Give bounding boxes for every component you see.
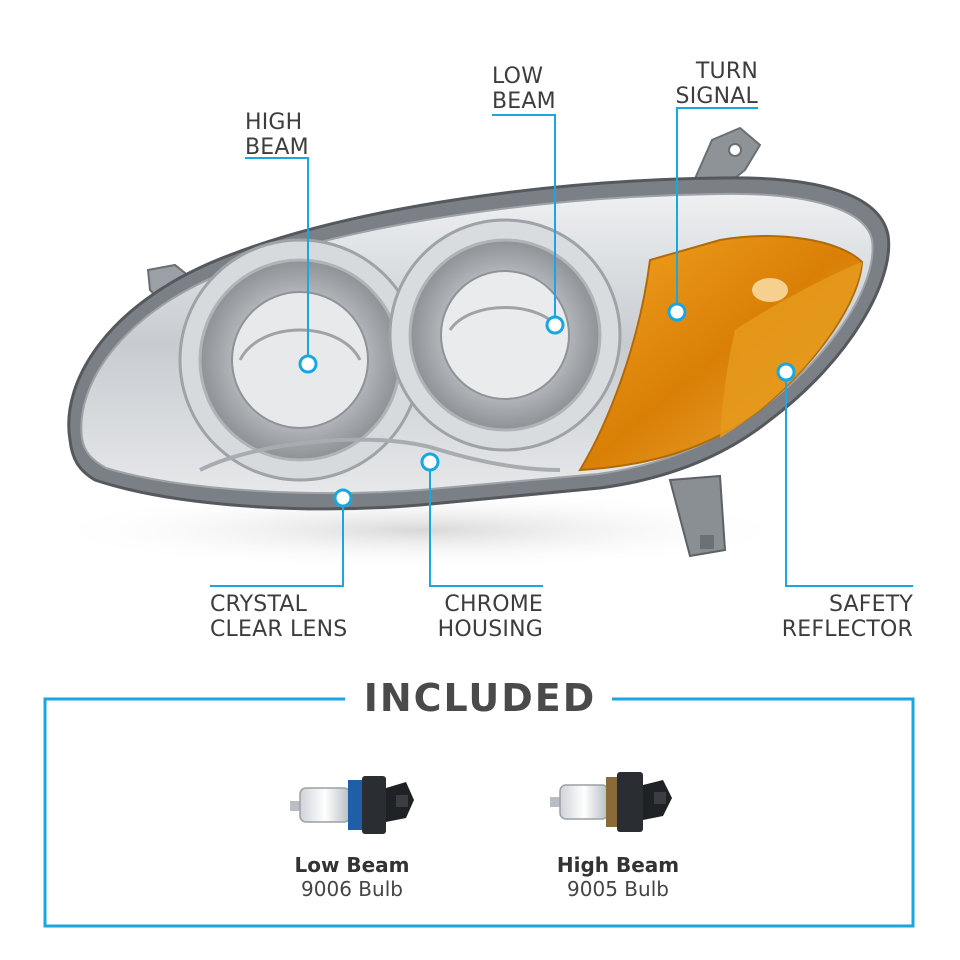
callout-line-low-beam	[492, 114, 556, 325]
callout-dots	[298, 302, 796, 508]
included-box	[43, 697, 915, 928]
callout-dot-chrome-housing	[420, 452, 440, 472]
callout-line-chrome-housing	[429, 462, 543, 587]
bulb-spec: 9006 Bulb	[301, 877, 403, 901]
callout-line-safety-reflector	[785, 372, 913, 587]
bulb-name: High Beam	[556, 853, 680, 877]
callout-dot-crystal-lens	[333, 488, 353, 508]
bulb-9005-image	[550, 772, 672, 832]
headlight-body	[67, 126, 891, 558]
bulb-spec: 9005 Bulb	[567, 877, 669, 901]
callout-line-crystal-lens	[210, 498, 344, 587]
callout-dot-low-beam	[545, 315, 565, 335]
callout-dot-high-beam	[298, 354, 318, 374]
callout-dot-safety-reflector	[776, 362, 796, 382]
bulb-9006-image	[290, 776, 414, 834]
callout-line-high-beam	[245, 157, 309, 362]
callout-lines	[210, 107, 913, 587]
callout-line-turn-signal	[676, 107, 758, 312]
callout-dot-turn-signal	[667, 302, 687, 322]
bulb-caption-high-beam: High Beam 9005 Bulb	[528, 853, 708, 901]
lamp-shadow	[40, 490, 800, 570]
bulb-name: Low Beam	[294, 853, 410, 877]
bulb-caption-low-beam: Low Beam 9006 Bulb	[262, 853, 442, 901]
included-title: INCLUDED	[350, 676, 610, 720]
